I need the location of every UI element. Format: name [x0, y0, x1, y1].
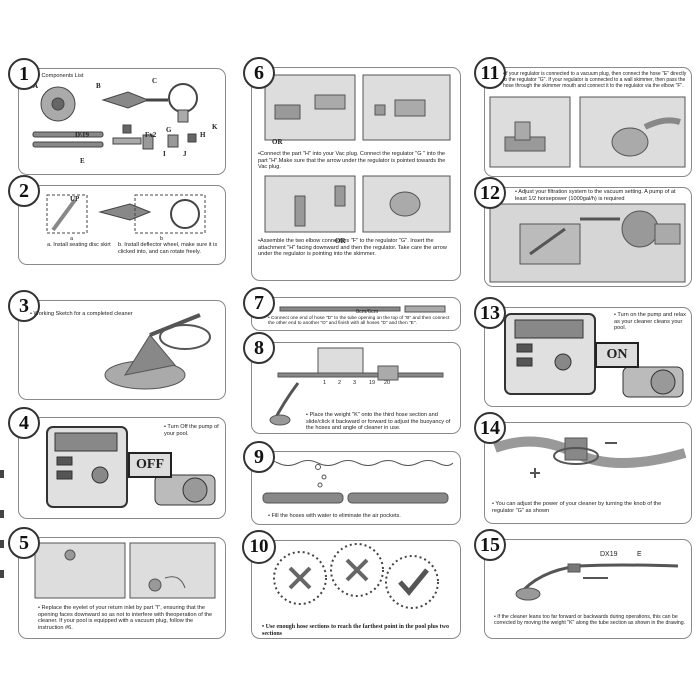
step-11-number: 11	[474, 57, 506, 89]
label-k: K	[212, 123, 218, 131]
off-button[interactable]: OFF	[128, 452, 172, 478]
step-10-number: 10	[242, 530, 276, 564]
step-15-e-label: E	[637, 551, 642, 558]
step-8-mark-20: 20	[384, 380, 391, 386]
step-1-text: • Components List	[38, 73, 84, 79]
step-5-text: • Replace the eyelet of your return inle…	[38, 605, 213, 631]
step-9-illustration	[257, 460, 454, 504]
step-8-mark-19: 19	[369, 380, 376, 386]
step-2-b-mark: b	[160, 236, 164, 242]
step-8-mark-2: 2	[338, 380, 342, 386]
step-7-panel	[251, 297, 461, 331]
step-13-number: 13	[474, 297, 506, 329]
step-9-panel	[251, 451, 461, 525]
step-1-illustration	[32, 83, 198, 150]
step-2-number: 2	[8, 175, 40, 207]
label-i: I	[163, 150, 166, 158]
step-3-illustration	[104, 313, 211, 390]
step-9-text: • Fill the hoses with water to eliminate…	[268, 513, 401, 519]
step-6-or-1: OR	[272, 138, 283, 146]
step-3-text: • Working Sketch for a completed cleaner	[30, 311, 133, 317]
label-b: B	[96, 82, 101, 90]
step-14-illustration	[493, 436, 687, 478]
label-c: C	[152, 77, 158, 85]
step-4-number: 4	[8, 407, 40, 439]
label-e: E	[80, 157, 85, 165]
step-15-text: • If the cleaner leans too far forward o…	[494, 614, 686, 627]
step-6-top-illustration	[264, 74, 451, 141]
step-6-bottom-illustration	[264, 175, 451, 233]
step-4-control-panel	[46, 426, 216, 508]
on-button[interactable]: ON	[595, 342, 639, 368]
label-g: G	[166, 126, 172, 134]
label-fx2: Fx2	[145, 131, 157, 139]
margin-mark	[0, 510, 4, 518]
step-3-number: 3	[8, 290, 40, 322]
step-5-number: 5	[8, 527, 40, 559]
step-5-illustration	[34, 542, 216, 599]
step-6-text-1: •Connect the part "H" into your Vac plug…	[258, 151, 446, 171]
step-8-illustration	[269, 347, 444, 426]
step-13-control-panel	[504, 313, 684, 398]
step-2-up-label: UP	[70, 195, 80, 203]
step-2-a-mark: a	[70, 236, 74, 242]
step-8-text: • Place the weight "K" onto the third ho…	[306, 412, 451, 432]
step-11-illustration	[489, 96, 686, 168]
step-11-text: •If your regulator is connected to a vac…	[503, 71, 687, 89]
step-7-hose-diagram	[279, 305, 446, 313]
step-14-number: 14	[474, 412, 506, 444]
step-13-text: • Turn on the pump and relax as your cle…	[614, 312, 686, 332]
step-14-text: • You can adjust the power of your clean…	[492, 501, 662, 514]
label-h: H	[200, 131, 206, 139]
step-7-marks: 8cm/6cm	[356, 309, 379, 315]
label-dx19: D\19	[75, 131, 89, 139]
margin-mark	[0, 540, 4, 548]
step-2-illustration	[46, 194, 206, 234]
step-8-mark-3: 3	[353, 380, 357, 386]
step-6-number: 6	[243, 57, 275, 89]
margin-mark	[0, 470, 4, 478]
step-8-mark-1: 1	[323, 380, 327, 386]
step-15-dx19-label: DX19	[600, 551, 618, 558]
step-12-number: 12	[474, 177, 506, 209]
step-1-number: 1	[8, 58, 40, 90]
step-4-text: • Turn Off the pump of your pool.	[164, 424, 219, 437]
step-8-number: 8	[243, 332, 275, 364]
step-15-illustration	[515, 563, 679, 601]
step-7-number: 7	[243, 287, 275, 319]
step-12-illustration	[489, 203, 686, 283]
label-j: J	[183, 150, 187, 158]
step-2-text-b: b. Install deflector wheel, make sure it…	[118, 242, 218, 255]
step-12-text: • Adjust your filtration system to the v…	[515, 189, 676, 202]
step-6-or-2: OR	[335, 237, 346, 245]
step-7-text: • Connect one end of hose "D" to the tub…	[268, 316, 450, 327]
step-10-illustration	[273, 543, 439, 609]
step-2-panel	[18, 185, 226, 265]
step-9-number: 9	[243, 441, 275, 473]
margin-mark	[0, 570, 4, 578]
step-6-text-2: •Assemble the two elbow connectors "F" t…	[258, 238, 447, 258]
step-10-text: • Use enough hose sections to reach the …	[262, 624, 450, 637]
step-15-panel	[484, 539, 692, 639]
step-2-text-a: a. Install seating disc skirt	[47, 242, 111, 248]
label-a: A	[33, 82, 39, 90]
step-15-number: 15	[474, 529, 506, 561]
